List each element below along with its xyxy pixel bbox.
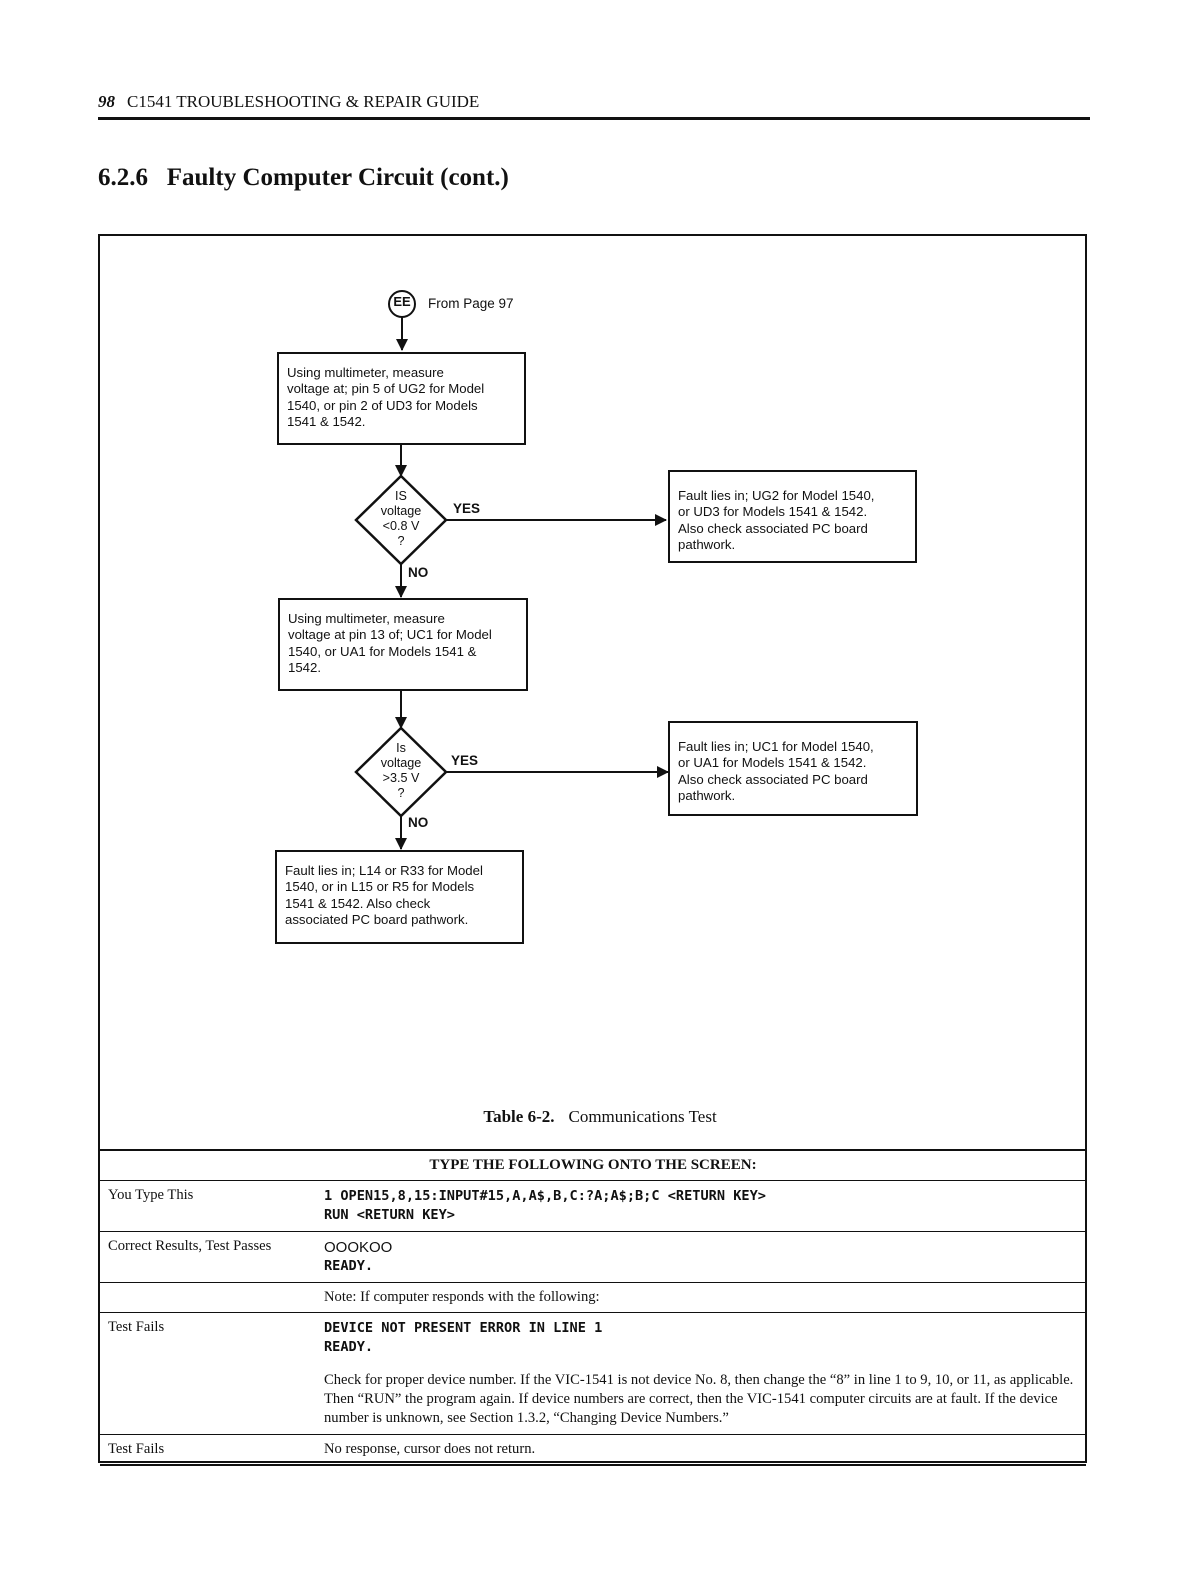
decision2-yes-label: YES: [451, 753, 479, 768]
row-label: Test Fails: [100, 1434, 316, 1466]
decision2-line: Is: [396, 741, 406, 755]
result2-line: or UA1 for Models 1541 & 1542.: [678, 755, 867, 771]
result1-line: pathwork.: [678, 537, 736, 553]
result3-line: associated PC board pathwork.: [285, 912, 469, 928]
table-row: Note: If computer responds with the foll…: [100, 1282, 1086, 1313]
table-caption: Table 6-2. Communications Test: [0, 1107, 1200, 1127]
table-number: Table 6-2.: [483, 1107, 555, 1126]
step2-line: 1542.: [288, 660, 322, 676]
decision2-line: ?: [397, 786, 405, 800]
result2-line: pathwork.: [678, 788, 736, 804]
row-label: Test Fails: [100, 1312, 316, 1435]
row-content: OOOKOO READY.: [316, 1231, 1086, 1283]
result1-box: Fault lies in; UG2 for Model 1540, or UD…: [668, 470, 917, 563]
result1-line: Also check associated PC board: [678, 520, 868, 536]
code-line: DEVICE NOT PRESENT ERROR IN LINE 1: [324, 1320, 603, 1336]
step2-box: Using multimeter, measure voltage at pin…: [278, 598, 528, 691]
table-row: You Type This 1 OPEN15,8,15:INPUT#15,A,A…: [100, 1180, 1086, 1232]
result1-line: Fault lies in; UG2 for Model 1540,: [678, 488, 875, 503]
table-row: Test Fails No response, cursor does not …: [100, 1434, 1086, 1466]
code-line: 1 OPEN15,8,15:INPUT#15,A,A$,B,C:?A;A$;B;…: [324, 1188, 766, 1204]
communications-test-table: TYPE THE FOLLOWING ONTO THE SCREEN: You …: [100, 1149, 1086, 1466]
page-number: 98: [98, 92, 115, 111]
row-instructions: Check for proper device number. If the V…: [324, 1372, 1074, 1426]
result3-line: Fault lies in; L14 or R33 for Model: [285, 863, 483, 878]
step1-line: 1540, or pin 2 of UD3 for Models: [287, 397, 478, 413]
decision2-no-label: NO: [408, 815, 429, 830]
decision1-no-label: NO: [408, 565, 429, 580]
row-note: No response, cursor does not return.: [316, 1434, 1086, 1466]
connector-label: EE: [393, 294, 411, 309]
row-label: You Type This: [100, 1180, 316, 1232]
table-row: Correct Results, Test Passes OOOKOO READ…: [100, 1231, 1086, 1283]
table-title: Communications Test: [568, 1107, 717, 1126]
header-rule: [98, 117, 1090, 120]
decision1-text: IS voltage <0.8 V ?: [371, 489, 431, 549]
row-note: Note: If computer responds with the foll…: [316, 1282, 1086, 1313]
decision2-line: voltage: [380, 756, 422, 770]
result3-line: 1541 & 1542. Also check: [285, 895, 431, 911]
row-content: DEVICE NOT PRESENT ERROR IN LINE 1 READY…: [316, 1312, 1086, 1435]
result2-line: Fault lies in; UC1 for Model 1540,: [678, 739, 874, 754]
decision1-line: <0.8 V: [382, 519, 420, 533]
result1-line: or UD3 for Models 1541 & 1542.: [678, 504, 868, 520]
row-label: [100, 1282, 316, 1313]
result2-line: Also check associated PC board: [678, 771, 868, 787]
code-line: READY.: [324, 1339, 374, 1355]
step1-line: Using multimeter, measure: [287, 365, 444, 380]
decision1-line: ?: [397, 534, 405, 548]
result3-line: 1540, or in L15 or R5 for Models: [285, 879, 475, 895]
step2-line: Using multimeter, measure: [288, 611, 445, 626]
row-content: 1 OPEN15,8,15:INPUT#15,A,A$,B,C:?A;A$;B;…: [316, 1180, 1086, 1232]
running-title: C1541 TROUBLESHOOTING & REPAIR GUIDE: [127, 92, 480, 111]
step1-line: 1541 & 1542.: [287, 414, 366, 430]
step1-line: voltage at; pin 5 of UG2 for Model: [287, 381, 485, 397]
table-header-row: TYPE THE FOLLOWING ONTO THE SCREEN:: [100, 1149, 1086, 1181]
step1-box: Using multimeter, measure voltage at; pi…: [277, 352, 526, 445]
decision2-text: Is voltage >3.5 V ?: [371, 741, 431, 801]
step2-line: voltage at pin 13 of; UC1 for Model: [288, 627, 492, 643]
running-header: 98 C1541 TROUBLESHOOTING & REPAIR GUIDE: [98, 92, 1090, 118]
decision1-line: IS: [395, 489, 407, 503]
decision1-line: voltage: [380, 504, 422, 518]
decision2-line: >3.5 V: [382, 771, 420, 785]
row-label: Correct Results, Test Passes: [100, 1231, 316, 1283]
code-line: RUN <RETURN KEY>: [324, 1207, 455, 1223]
decision1-yes-label: YES: [453, 501, 481, 516]
code-line: OOOKOO: [324, 1239, 393, 1256]
table-header: TYPE THE FOLLOWING ONTO THE SCREEN:: [100, 1149, 1086, 1181]
result3-box: Fault lies in; L14 or R33 for Model 1540…: [275, 850, 524, 944]
code-line: READY.: [324, 1258, 374, 1274]
result2-box: Fault lies in; UC1 for Model 1540, or UA…: [668, 721, 918, 816]
section-title: 6.2.6 Faulty Computer Circuit (cont.): [98, 164, 509, 191]
step2-line: 1540, or UA1 for Models 1541 &: [288, 643, 477, 659]
table-row: Test Fails DEVICE NOT PRESENT ERROR IN L…: [100, 1312, 1086, 1435]
connector-text: From Page 97: [428, 296, 514, 311]
